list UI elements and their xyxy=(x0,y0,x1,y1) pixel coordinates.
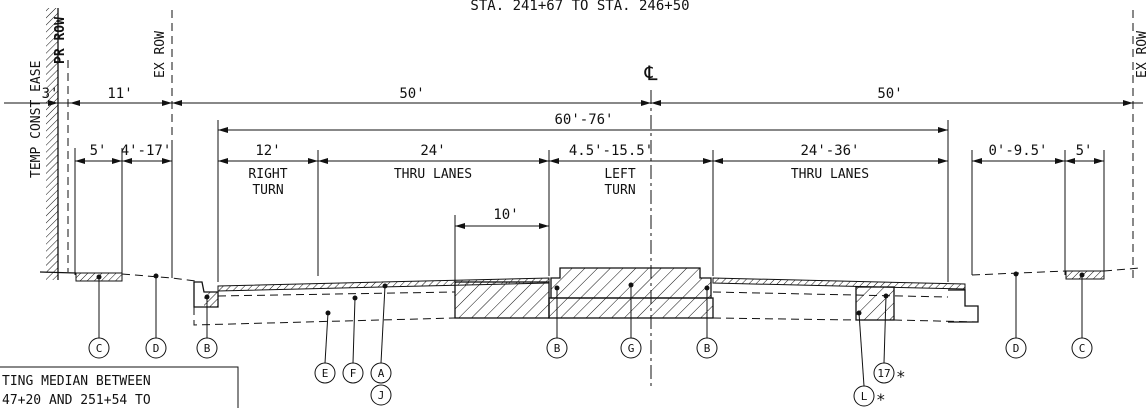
note-line-1: TING MEDIAN BETWEEN xyxy=(2,374,151,389)
callout-e: E xyxy=(322,367,329,380)
dim-3: 3' xyxy=(42,86,59,102)
ex-row-right-label: EX ROW xyxy=(1135,31,1146,78)
callout-f: F xyxy=(350,367,357,380)
dim-0-9-5: 0'-9.5' xyxy=(988,143,1047,159)
dim-4-17: 4'-17' xyxy=(121,143,172,159)
callout-b-median-right: B xyxy=(704,342,711,355)
callout-l-star: * xyxy=(876,390,886,408)
callout-b-left: B xyxy=(204,342,211,355)
callout-bubbles xyxy=(88,337,1093,407)
dim-4-5-15-5: 4.5'-15.5' xyxy=(569,143,653,159)
dim-60-76: 60'-76' xyxy=(554,112,613,128)
callout-17: 17 xyxy=(877,367,890,380)
note-line-2: 47+20 AND 251+54 TO xyxy=(2,393,151,408)
callout-d-left: D xyxy=(153,342,160,355)
left-turn-label-2: TURN xyxy=(604,183,635,198)
dim-10: 10' xyxy=(493,207,518,223)
dimension-row-3 xyxy=(74,148,1105,276)
left-turn-label-1: LEFT xyxy=(604,167,635,182)
right-turn-label-2: TURN xyxy=(252,183,283,198)
thru-lanes-right-label: THRU LANES xyxy=(791,167,869,182)
callout-b-median-left: B xyxy=(554,342,561,355)
left-row-area xyxy=(46,8,1134,280)
note-box xyxy=(0,366,239,408)
callout-17-star: * xyxy=(896,367,906,386)
dim-11: 11' xyxy=(107,86,132,102)
centerline-symbol: ℄ xyxy=(644,61,658,85)
dim-5-right: 5' xyxy=(1076,143,1093,159)
dimension-row-2 xyxy=(217,120,949,282)
dim-24-36: 24'-36' xyxy=(800,143,859,159)
ex-row-left-label: EX ROW xyxy=(153,31,168,78)
callout-l: L xyxy=(861,390,868,403)
station-range-title: STA. 241+67 TO STA. 246+50 xyxy=(470,0,689,14)
callout-c-right: C xyxy=(1079,342,1086,355)
dim-12: 12' xyxy=(255,143,280,159)
dim-50-left: 50' xyxy=(399,86,424,102)
dim-24: 24' xyxy=(420,143,445,159)
pavement-patch-left xyxy=(454,281,550,319)
callout-leaders xyxy=(96,271,1085,387)
callout-c-left: C xyxy=(96,342,103,355)
thru-lanes-left-label: THRU LANES xyxy=(394,167,472,182)
callout-j: J xyxy=(378,389,385,402)
dim-5-left: 5' xyxy=(90,143,107,159)
pavement-patch-right xyxy=(855,286,895,321)
callout-d-right: D xyxy=(1013,342,1020,355)
right-turn-label-1: RIGHT xyxy=(248,167,287,182)
dim-50-right: 50' xyxy=(877,86,902,102)
sidewalk-right xyxy=(1065,270,1105,280)
callout-a: A xyxy=(378,367,385,380)
callout-g: G xyxy=(628,342,635,355)
pr-row-label: PR ROW xyxy=(53,17,68,64)
temp-const-ease-label: TEMP CONST EASE xyxy=(29,61,44,178)
